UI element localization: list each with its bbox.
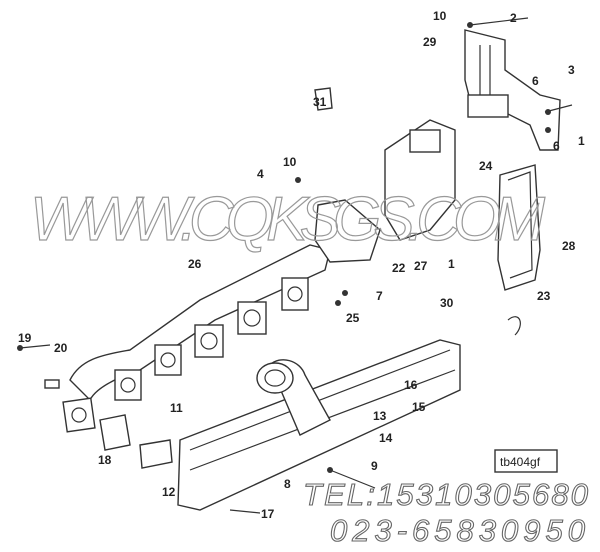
callout-1: 1 [448, 257, 455, 271]
callout-4: 4 [257, 167, 264, 181]
callout-8: 8 [284, 477, 291, 491]
callout-22: 22 [392, 261, 406, 275]
watermark-tel: TEL:15310305680 [303, 477, 588, 512]
callout-6: 6 [553, 139, 560, 153]
callout-6: 6 [532, 74, 539, 88]
callout-15: 15 [412, 400, 426, 414]
callout-10: 10 [283, 155, 297, 169]
callout-9: 9 [371, 459, 378, 473]
callout-25: 25 [346, 311, 360, 325]
callout-18: 18 [98, 453, 112, 467]
callout-29: 29 [423, 35, 437, 49]
callout-12: 12 [162, 485, 176, 499]
callout-23: 23 [537, 289, 551, 303]
callout-26: 26 [188, 257, 202, 271]
drawing-code-box [494, 449, 558, 473]
callout-17: 17 [261, 507, 275, 521]
callout-11: 11 [170, 401, 183, 415]
callout-3: 3 [568, 63, 575, 77]
callout-10: 10 [433, 9, 447, 23]
callout-20: 20 [54, 341, 68, 355]
gaskets [99, 87, 333, 469]
bracket-part [464, 29, 561, 151]
callout-14: 14 [379, 431, 393, 445]
flanges [62, 277, 309, 433]
callout-24: 24 [479, 159, 493, 173]
manifold-pipe-part [69, 119, 456, 402]
callout-31: 31 [313, 95, 327, 109]
callout-28: 28 [562, 239, 576, 253]
callout-7: 7 [376, 289, 383, 303]
watermark-phone: 023-65830950 [330, 513, 585, 548]
callout-19: 19 [18, 331, 32, 345]
callout-2: 2 [510, 11, 517, 25]
heat-shield-part [497, 164, 541, 291]
callout-1: 1 [578, 134, 585, 148]
callout-16: 16 [404, 378, 418, 392]
watermark-site: WWW.CQKSGS.COM [30, 185, 545, 254]
callout-27: 27 [414, 259, 428, 273]
drawing-code: tb404gf [500, 455, 541, 469]
callout-30: 30 [440, 296, 454, 310]
bolts [17, 17, 573, 514]
callout-13: 13 [373, 409, 387, 423]
crossover-tube-part [177, 339, 461, 511]
